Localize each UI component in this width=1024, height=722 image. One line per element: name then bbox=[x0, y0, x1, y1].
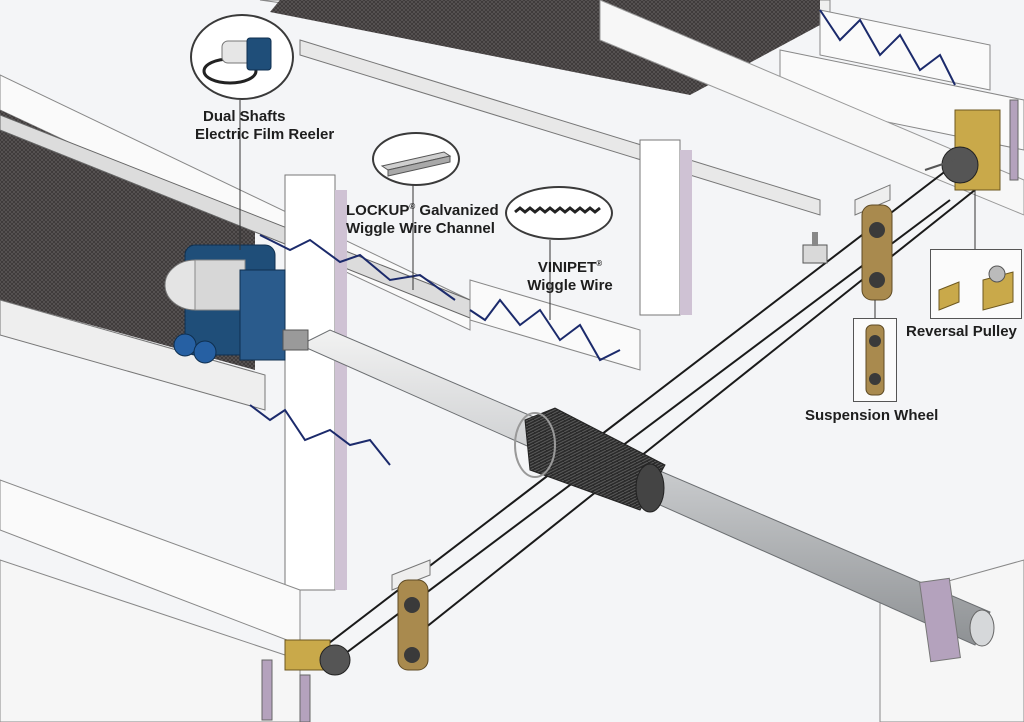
channel-callout-thumbnail bbox=[372, 132, 460, 186]
suspension-wheel-upper bbox=[854, 184, 893, 301]
leader-lines bbox=[239, 100, 976, 320]
channel-label-line2: Wiggle Wire Channel bbox=[346, 220, 495, 237]
middle-purlin bbox=[469, 0, 1024, 371]
reversal-pulley-label: Reversal Pulley bbox=[906, 323, 1017, 340]
reeler-label-line1: Dual Shafts bbox=[203, 108, 286, 125]
suspension-wheel-label: Suspension Wheel bbox=[805, 407, 939, 424]
suspension-wheel-lower bbox=[391, 559, 431, 671]
reversal-pulley-upper bbox=[924, 99, 1019, 191]
electric-film-reeler bbox=[164, 244, 309, 364]
wiggle-wires bbox=[249, 9, 956, 466]
channel-brand: LOCKUP bbox=[346, 202, 410, 219]
cable-clamp bbox=[802, 232, 828, 264]
reeler-label-line2: Electric Film Reeler bbox=[195, 126, 335, 143]
wire-label: VINIPET® Wiggle Wire bbox=[520, 255, 620, 295]
wire-callout-thumbnail bbox=[505, 186, 613, 240]
wire-registered-mark: ® bbox=[596, 259, 603, 268]
reeler-label: Dual Shafts Electric Film Reeler bbox=[195, 108, 355, 144]
reeler-callout-thumbnail bbox=[190, 14, 294, 100]
channel-label: LOCKUP® Galvanized Wiggle Wire Channel bbox=[346, 198, 499, 238]
wire-label-line2: Wiggle Wire bbox=[527, 277, 613, 294]
wire-label-line1: VINIPET® bbox=[520, 255, 620, 277]
posts bbox=[284, 139, 692, 591]
reversal-pulley-thumbnail bbox=[930, 249, 1022, 319]
reversal-pulley-lower bbox=[261, 639, 351, 722]
channel-label-line1: LOCKUP® Galvanized bbox=[346, 198, 499, 220]
channel-brand-rest: Galvanized bbox=[415, 202, 499, 219]
suspension-wheel-thumbnail bbox=[853, 318, 897, 402]
film-roll bbox=[514, 407, 666, 513]
wire-brand: VINIPET bbox=[537, 259, 597, 276]
channel-registered-mark: ® bbox=[409, 202, 416, 211]
